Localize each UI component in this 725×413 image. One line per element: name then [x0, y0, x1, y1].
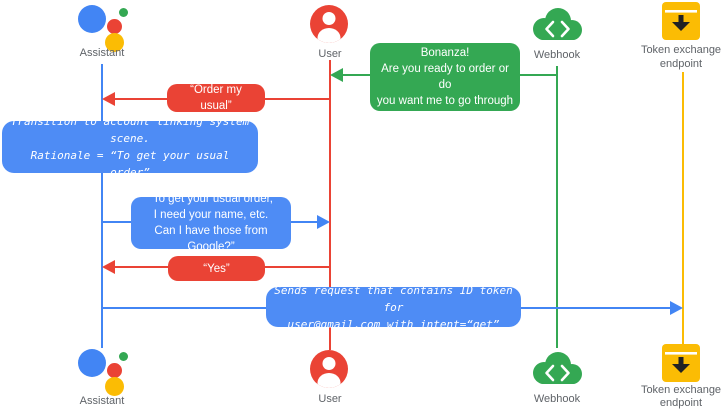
transition-note: Transition to account linking system sce…	[2, 115, 258, 179]
google-assistant-logo	[78, 2, 128, 52]
webhook-label-top: Webhook	[533, 49, 581, 61]
assistant-yellow-dot	[105, 377, 124, 396]
assistant-yellow-dot	[105, 33, 124, 52]
order-usual-arrowhead	[102, 92, 115, 106]
user-icon-bottom	[310, 350, 348, 388]
webhook-cloud-icon	[533, 8, 582, 40]
token-endpoint-lifeline	[682, 72, 684, 344]
user-label-top: User	[318, 48, 342, 60]
assistant-label-top: Assistant	[79, 47, 125, 59]
yes-arrowhead	[102, 260, 115, 274]
assistant-label-bottom: Assistant	[79, 395, 125, 407]
webhook-lifeline	[556, 66, 558, 348]
send-request-bubble: Sends request that contains ID token for…	[266, 284, 521, 331]
webhook-cloud-icon-bottom	[533, 352, 582, 384]
token-exchange-icon-bottom	[662, 344, 700, 382]
token-endpoint-label-top: Token exchange endpoint	[640, 44, 722, 70]
assistant-red-dot	[107, 363, 122, 378]
google-assistant-logo-bottom	[78, 346, 128, 396]
welcome-bubble: “Welcome to Boba Bonanza! Are you ready …	[370, 31, 520, 123]
send-request-arrowhead	[670, 301, 683, 315]
token-endpoint-label-bottom: Token exchange endpoint	[640, 384, 722, 409]
assistant-green-dot	[119, 352, 128, 361]
assistant-blue-dot	[78, 5, 106, 33]
user-lifeline	[329, 60, 331, 350]
assistant-blue-dot	[78, 349, 106, 377]
ask-info-arrowhead	[317, 215, 330, 229]
webhook-label-bottom: Webhook	[533, 393, 581, 405]
user-icon	[310, 5, 348, 43]
yes-bubble: “Yes”	[168, 256, 265, 281]
welcome-arrowhead	[330, 68, 343, 82]
user-label-bottom: User	[318, 393, 342, 405]
order-usual-bubble: “Order my usual”	[167, 84, 265, 112]
assistant-red-dot	[107, 19, 122, 34]
assistant-lifeline	[101, 64, 103, 348]
ask-info-bubble: “To get your usual order, I need your na…	[131, 193, 291, 253]
token-exchange-icon	[662, 2, 700, 40]
assistant-green-dot	[119, 8, 128, 17]
